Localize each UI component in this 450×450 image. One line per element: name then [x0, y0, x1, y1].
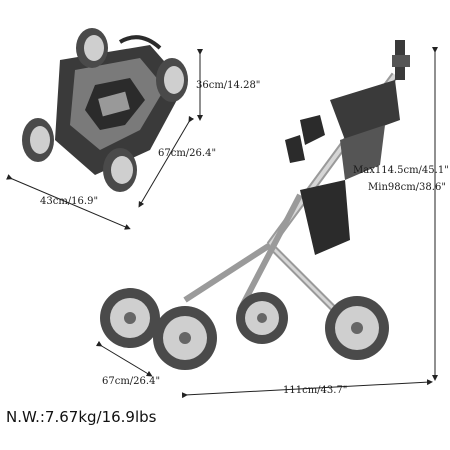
folded-depth-label: 67cm/26.4" — [158, 148, 217, 159]
open-wheel-rear-right — [325, 296, 389, 360]
open-length-label: 111cm/43.7" — [283, 385, 348, 396]
folded-wheel-top-left — [76, 28, 108, 68]
folded-wheel-top-right — [156, 58, 188, 102]
dim-line-open-width — [95, 340, 153, 377]
open-cart — [100, 40, 410, 370]
open-wheel-front-right — [153, 306, 217, 370]
min-height-label: Min98cm/38.6" — [368, 182, 446, 193]
folded-cart — [22, 28, 188, 192]
max-height-label: Max114.5cm/45.1" — [353, 165, 449, 176]
open-wheel-rear-left — [236, 292, 288, 344]
dim-line-folded-width — [6, 174, 131, 230]
open-wheel-front-left — [100, 288, 160, 348]
folded-wheel-bottom-left — [22, 118, 54, 162]
open-width-label: 67cm/26.4" — [102, 376, 161, 387]
folded-height-label: 36cm/14.28" — [196, 80, 261, 91]
dim-line-folded-depth — [138, 115, 195, 208]
folded-width-label: 43cm/16.9" — [40, 196, 99, 207]
dim-line-open-length — [181, 379, 433, 399]
folded-wheel-bottom-right — [103, 148, 137, 192]
net-weight-label: N.W.:7.67kg/16.9lbs — [6, 408, 157, 426]
